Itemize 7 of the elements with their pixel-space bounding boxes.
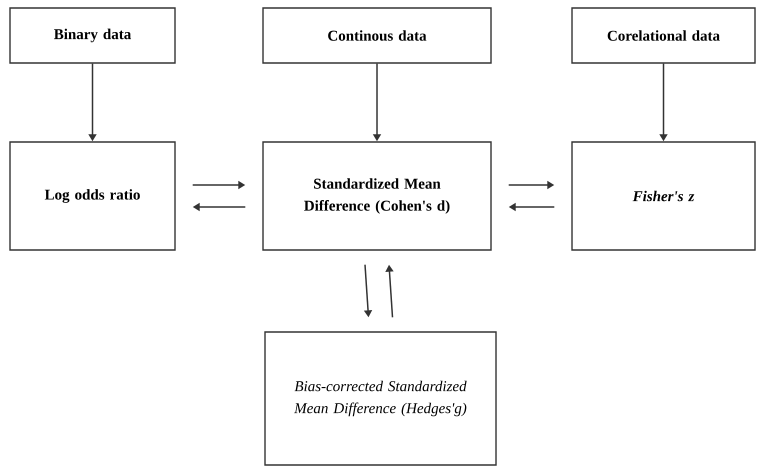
process-box: Log odds ratio	[9, 141, 176, 251]
process-box: Binary data	[9, 7, 176, 64]
process-box: Standardized Mean Difference (Cohen's d)	[262, 141, 492, 251]
process-box: Corelational data	[571, 7, 756, 64]
process-box: Bias-corrected Standardized Mean Difference (Hedges'g)	[264, 331, 497, 466]
process-box: Fisher's z	[571, 141, 756, 251]
process-box: Continous data	[262, 7, 492, 64]
